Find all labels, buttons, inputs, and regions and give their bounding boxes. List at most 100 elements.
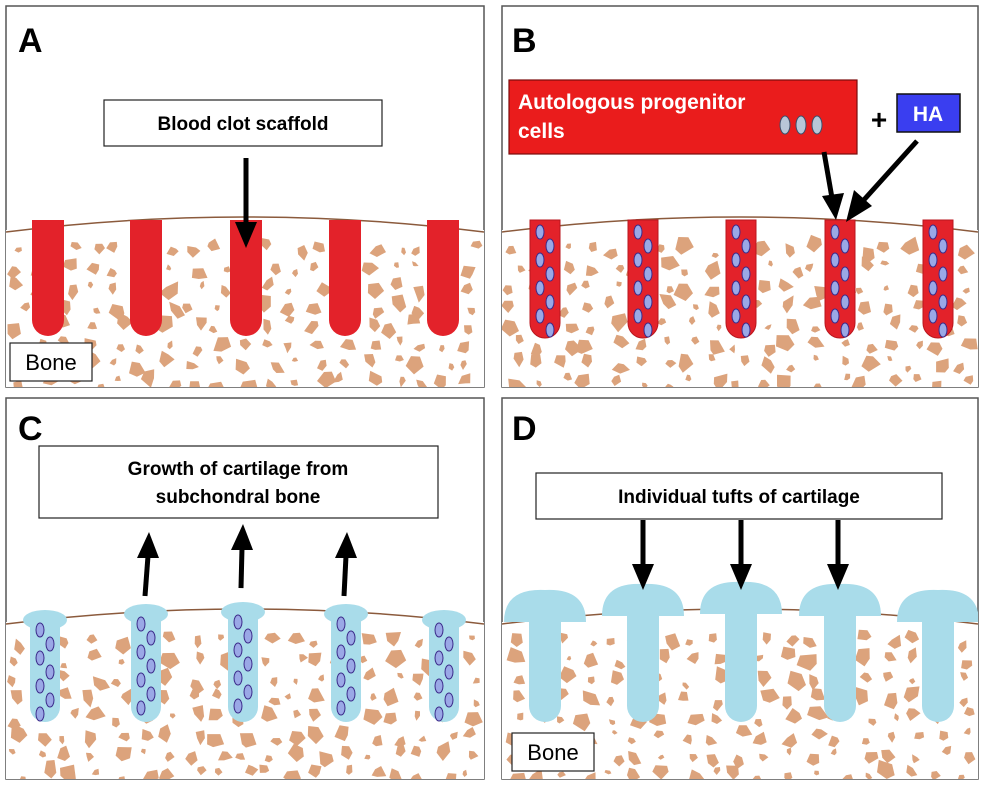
bone-speckle [565,340,583,357]
bone-speckle [187,246,201,258]
bone-speckle [581,280,590,289]
plus-sign: + [871,104,887,135]
bone-speckle [693,304,699,311]
bone-speckle [582,302,594,313]
bone-speckle [855,687,868,706]
bone-speckle [418,735,427,742]
bone-speckle [803,637,817,648]
bone-speckle [268,697,281,706]
bone-speckle [606,638,615,646]
bone-speckle [340,339,357,350]
bone-speckle [460,360,467,370]
bone-speckle [713,767,721,775]
bone-speckle [196,651,205,665]
bone-speckle [705,735,718,746]
bone-speckle [169,713,176,719]
bone-speckle [235,358,250,375]
cell [643,322,653,338]
bone-speckle [460,265,476,279]
cell [444,636,454,652]
bone-speckle [656,692,667,705]
cell [136,672,146,688]
bone-speckle [85,706,106,721]
arrow-cells-to-channel [821,151,844,220]
bone-speckle [86,634,98,644]
bone-speckle [604,295,615,309]
bone-speckle [199,280,205,290]
cell [233,670,243,686]
bone-speckle [468,750,479,760]
panel-b: B Autologous progenitor cells + HA [501,5,979,388]
bone-speckle [883,285,889,291]
bone-speckle [364,354,376,368]
panel-b-letter: B [512,22,537,60]
bone-speckle [959,697,968,708]
bone-speckle [82,689,94,708]
bone-speckle [214,305,220,312]
cell [928,252,938,268]
bone-speckle [283,770,301,779]
bone-speckle [413,285,425,303]
bone-speckle [464,712,483,727]
bone-speckle [682,734,692,745]
bone-speckle [665,633,681,651]
bone-speckle [628,751,642,766]
bone-speckle [7,675,16,688]
bone-speckle [510,633,523,647]
bone-speckle [883,303,893,316]
bone-speckle [316,282,330,297]
bone-speckle [135,344,144,354]
bone-speckle [510,772,526,779]
bone-speckle [412,673,424,686]
bone-speckle [708,633,717,643]
bone-speckle [611,313,628,333]
cell [928,308,938,324]
bone-speckle [13,380,23,387]
bone-speckle [830,748,837,756]
bone-speckle [884,339,899,351]
bone-speckle [220,285,231,298]
bone-speckle [166,264,172,271]
bone-speckle [412,261,419,267]
bone-speckle [785,708,802,724]
cell-seeded-channel [922,219,954,339]
bone-speckle [339,359,350,369]
panel-c-letter: C [18,410,43,448]
bone-speckle [97,383,105,387]
bone-speckle [14,638,25,655]
bone-speckle [951,297,967,311]
bone-speckle [785,243,795,258]
progenitor-cells-label-line1: Autologous progenitor [518,91,745,114]
bone-speckle [704,286,720,298]
bone-speckle [909,678,916,685]
bone-speckle [560,632,568,644]
bone-speckle [678,691,689,701]
bone-speckle [317,359,327,371]
bone-speckle [778,278,794,292]
bone-speckle [887,634,902,649]
bone-speckle [259,764,270,773]
bone-speckle [213,679,222,690]
cell [346,686,356,702]
bone-speckle [530,354,542,368]
bone-speckle [957,244,975,260]
cell [336,700,346,716]
bone-speckle [10,723,28,743]
bone-speckle [115,747,132,762]
bone-speckle [381,323,397,339]
cell [741,238,751,254]
cell [434,622,444,638]
bone-speckle [903,686,920,703]
bone-speckle [304,321,319,335]
cell-seeded-channels [529,219,954,339]
bone-label-box-d [511,732,595,772]
bone-speckle [108,282,117,295]
cell [643,266,653,282]
bone-speckle [842,355,849,366]
bone-speckle [565,323,579,334]
bone-speckle [20,776,26,779]
cell [136,700,146,716]
bone-speckle [588,241,597,252]
bone-speckle [414,638,423,649]
bone-speckle [881,749,896,764]
